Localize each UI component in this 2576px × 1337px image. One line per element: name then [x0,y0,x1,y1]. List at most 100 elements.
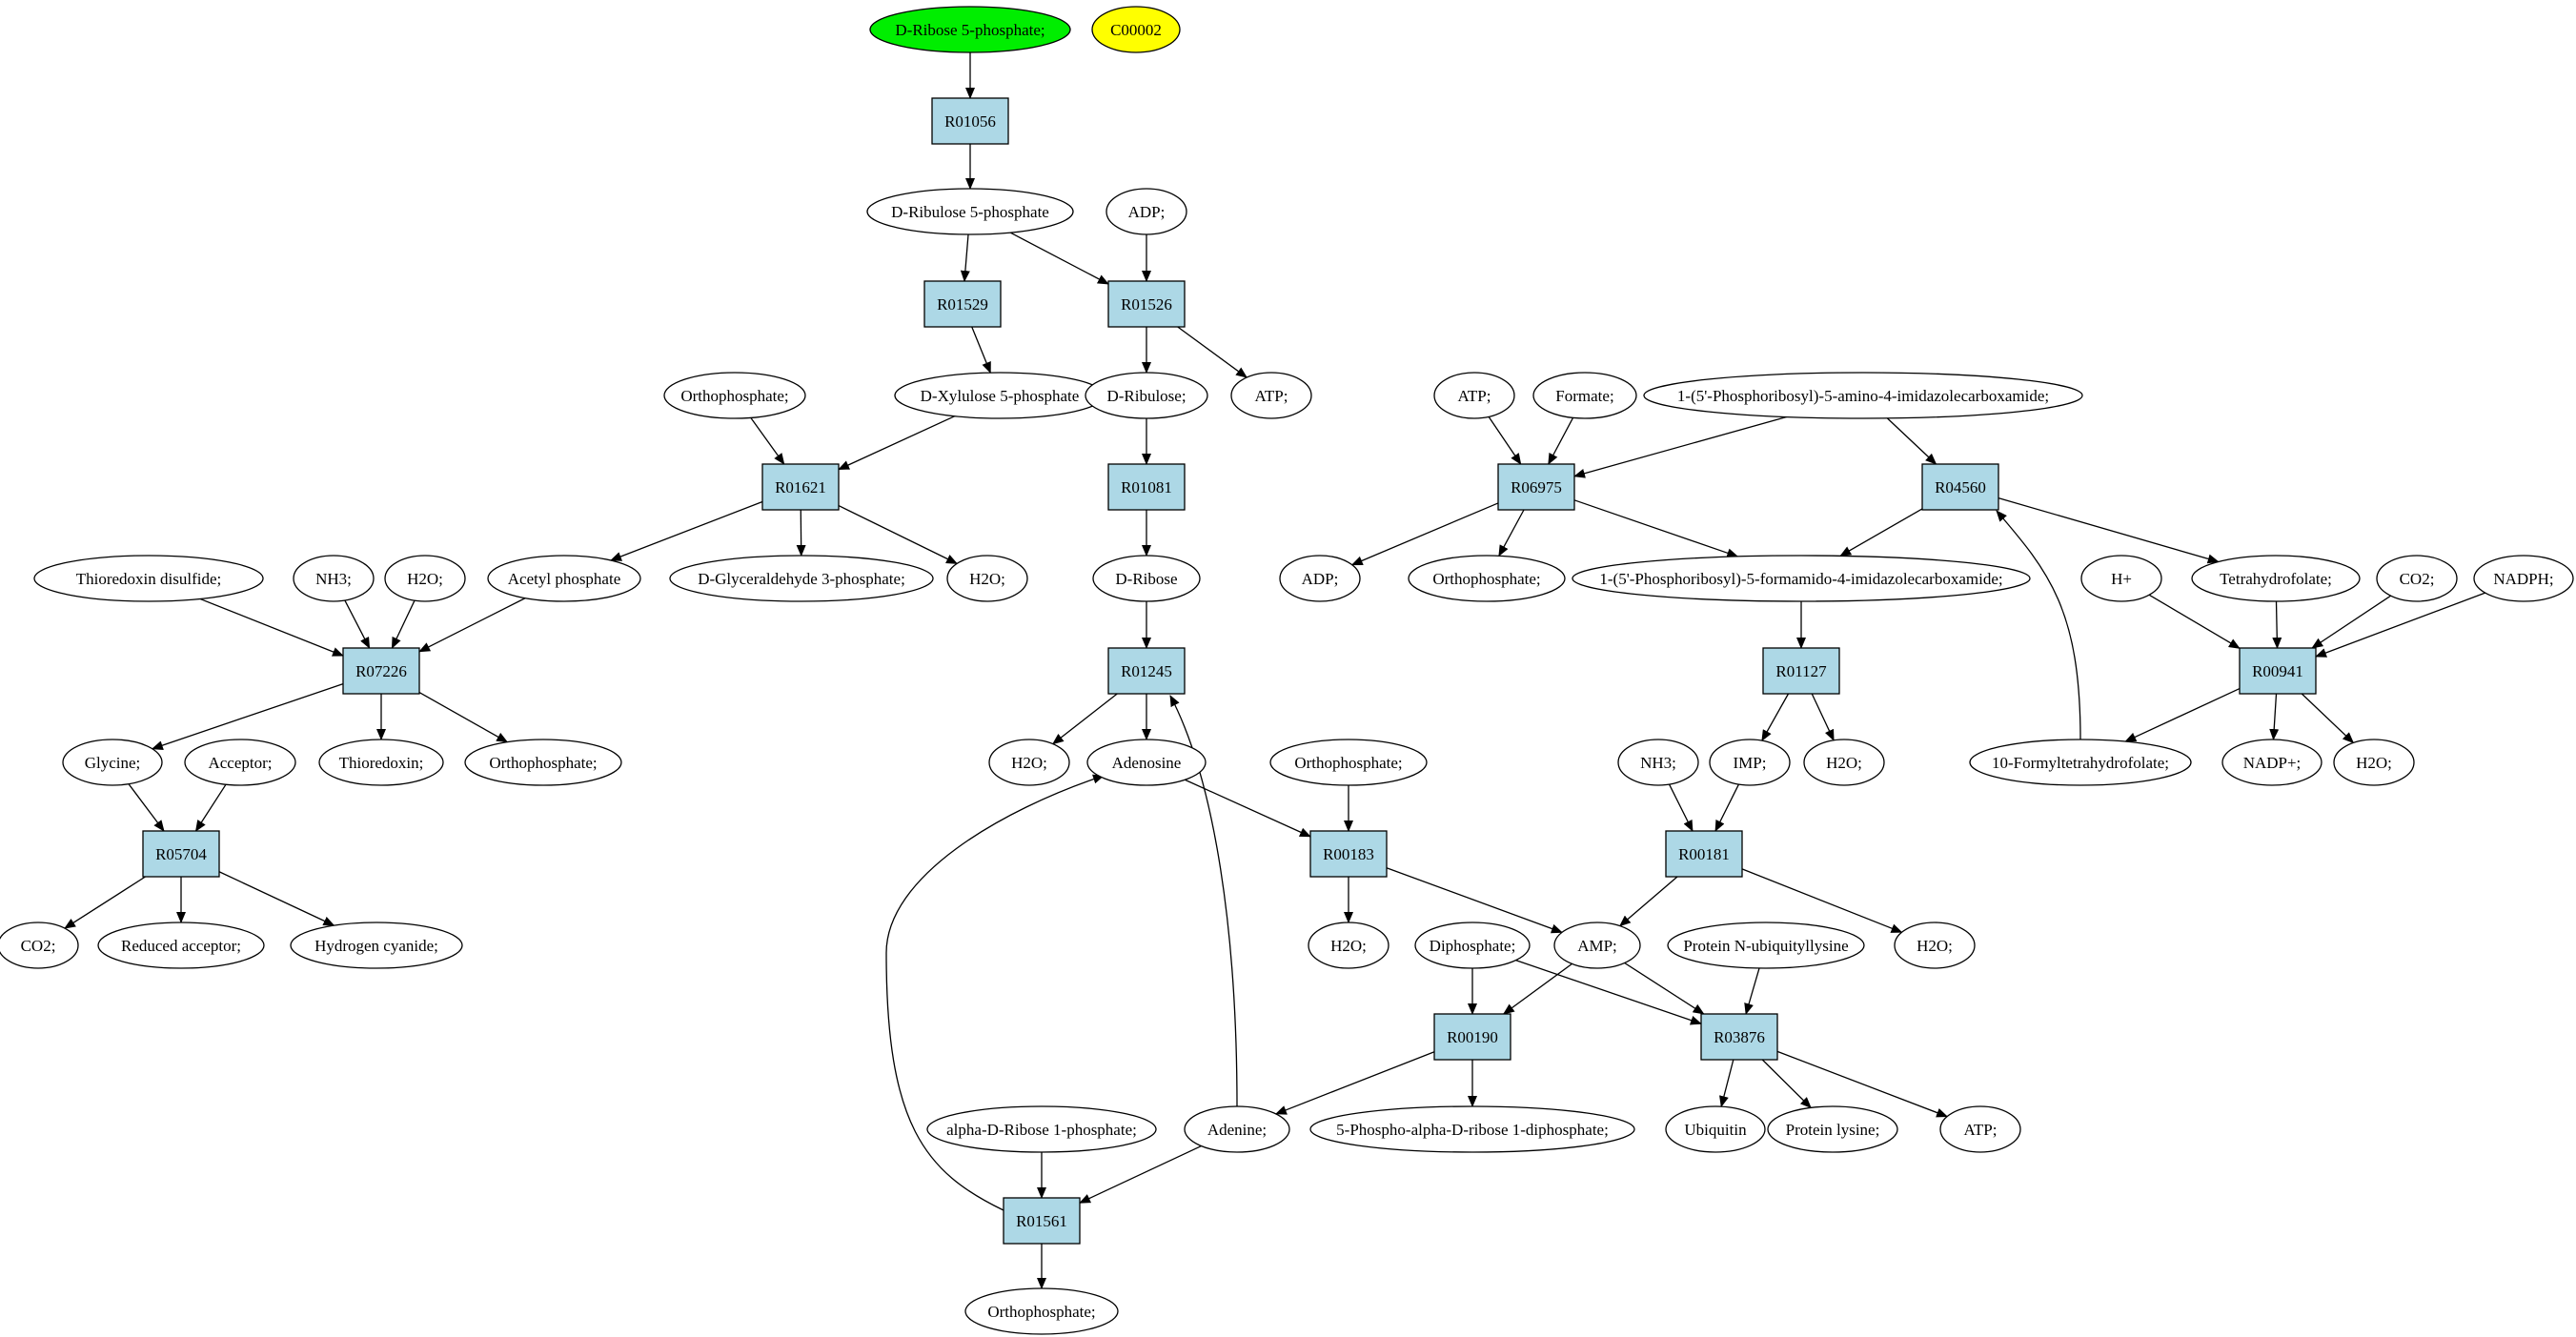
compound-node[interactable]: H2O; [1803,739,1885,786]
compound-node[interactable]: Adenine; [1184,1105,1290,1153]
reaction-node[interactable]: R05704 [142,830,220,878]
compound-node[interactable]: CO2; [2376,555,2458,602]
compound-node[interactable]: Hydrogen cyanide; [290,922,463,969]
compound-node[interactable]: Protein N-ubiquityllysine [1667,922,1865,969]
compound-label: ADP; [1128,203,1166,221]
compound-node[interactable]: Adenosine [1086,739,1207,786]
compound-node[interactable]: Reduced acceptor; [97,922,265,969]
compound-node[interactable]: NH3; [293,555,375,602]
compound-node[interactable]: Orthophosphate; [1408,555,1566,602]
compound-ellipse [1709,739,1791,786]
compound-node[interactable]: ADP; [1279,555,1361,602]
edge-r_R00941-to-c_nadp [2269,693,2280,741]
compound-node[interactable]: Acetyl phosphate [487,555,641,602]
reaction-node[interactable]: R01561 [1003,1197,1081,1245]
compound-node[interactable]: Acceptor; [184,739,296,786]
compound-label: Orthophosphate; [680,387,788,405]
compound-node[interactable]: AMP; [1553,922,1641,969]
compound-node[interactable]: H2O; [384,555,466,602]
compound-node[interactable]: CO2; [0,922,79,969]
compound-node[interactable]: H2O; [1894,922,1976,969]
reaction-node[interactable]: R01056 [931,97,1009,145]
compound-node[interactable]: D-Ribulose; [1085,372,1208,419]
edge-r_R05704-to-c_co2_2 [64,876,146,929]
compound-node[interactable]: ATP; [1433,372,1515,419]
reaction-node[interactable]: R01621 [761,463,840,511]
compound-node[interactable]: ADP; [1105,188,1187,235]
compound-ellipse [1085,372,1208,419]
edge-c_adenine-to-r_R01561 [1079,1145,1202,1204]
reaction-label: R04560 [1935,478,1986,496]
reaction-node[interactable]: R07226 [342,647,420,695]
compound-label: Reduced acceptor; [121,937,241,955]
edge-c_xu5p-to-r_R01621 [838,415,956,471]
compound-label: Formate; [1555,387,1613,405]
reaction-node[interactable]: R03876 [1700,1013,1778,1061]
compound-ellipse [1091,6,1181,53]
compound-ellipse [1269,739,1428,786]
reaction-node[interactable]: R01526 [1107,280,1186,328]
compound-node[interactable]: ATP; [1230,372,1312,419]
edge-c_pi1-to-r_R01621 [750,416,785,465]
compound-ellipse [2473,555,2574,602]
compound-node[interactable]: Orthophosphate; [1269,739,1428,786]
compound-label: ATP; [1458,387,1491,405]
reaction-node[interactable]: R00941 [2239,647,2317,695]
compound-node[interactable]: Tetrahydrofolate; [2191,555,2361,602]
compound-node[interactable]: alpha-D-Ribose 1-phosphate; [926,1105,1157,1153]
compound-node[interactable]: Thioredoxin; [318,739,444,786]
compound-ellipse [1643,372,2083,419]
edge-r_R06975-to-c_adp2 [1350,502,1499,566]
reaction-node[interactable]: R00190 [1433,1013,1511,1061]
compound-node[interactable]: D-Ribose 5-phosphate; [869,6,1071,53]
reaction-node[interactable]: R01245 [1107,647,1186,695]
compound-node[interactable]: 10-Formyltetrahydrofolate; [1969,739,2192,786]
compound-node[interactable]: D-Xylulose 5-phosphate [894,372,1105,419]
reaction-node[interactable]: R06975 [1497,463,1575,511]
compound-node[interactable]: Orthophosphate; [964,1287,1119,1335]
compound-node[interactable]: Thioredoxin disulfide; [33,555,264,602]
compound-label: Thioredoxin disulfide; [76,570,222,588]
compound-node[interactable]: NH3; [1617,739,1699,786]
compound-node[interactable]: 5-Phospho-alpha-D-ribose 1-diphosphate; [1309,1105,1635,1153]
reaction-node[interactable]: R04560 [1921,463,1999,511]
compound-node[interactable]: 1-(5'-Phosphoribosyl)-5-amino-4-imidazol… [1643,372,2083,419]
reaction-node[interactable]: R01081 [1107,463,1186,511]
compound-node[interactable]: H2O; [1308,922,1389,969]
compound-node[interactable]: Orthophosphate; [464,739,622,786]
compound-ellipse [318,739,444,786]
compound-ellipse [1308,922,1389,969]
edge-r_R05704-to-c_hcn [218,871,335,926]
reaction-box [342,647,420,695]
compound-node[interactable]: Protein lysine; [1767,1105,1898,1153]
reaction-node[interactable]: R01529 [923,280,1002,328]
compound-node[interactable]: D-Glyceraldehyde 3-phosphate; [669,555,934,602]
compound-node[interactable]: IMP; [1709,739,1791,786]
compound-node[interactable]: D-Ribose [1092,555,1201,602]
reaction-node[interactable]: R00181 [1665,830,1743,878]
compound-node[interactable]: NADPH; [2473,555,2574,602]
compound-node[interactable]: C00002 [1091,6,1181,53]
compound-node[interactable]: ATP; [1939,1105,2021,1153]
reaction-box [1107,280,1186,328]
compound-node[interactable]: Diphosphate; [1414,922,1531,969]
compound-ellipse [1803,739,1885,786]
compound-node[interactable]: H2O; [946,555,1028,602]
reaction-box [1700,1013,1778,1061]
compound-node[interactable]: 1-(5'-Phosphoribosyl)-5-formamido-4-imid… [1572,555,2031,602]
compound-label: Adenine; [1207,1121,1267,1139]
compound-label: NH3; [315,570,352,588]
compound-node[interactable]: Glycine; [62,739,163,786]
compound-node[interactable]: D-Ribulose 5-phosphate [866,188,1074,235]
compound-label: ADP; [1302,570,1339,588]
compound-node[interactable]: H2O; [988,739,1070,786]
compound-node[interactable]: NADP+; [2221,739,2322,786]
compound-label: CO2; [2400,570,2435,588]
compound-node[interactable]: Formate; [1532,372,1637,419]
reaction-node[interactable]: R01127 [1762,647,1840,695]
compound-node[interactable]: H+ [2080,555,2162,602]
compound-node[interactable]: Ubiquitin [1665,1105,1766,1153]
reaction-node[interactable]: R00183 [1309,830,1388,878]
compound-node[interactable]: Orthophosphate; [663,372,806,419]
compound-node[interactable]: H2O; [2333,739,2415,786]
